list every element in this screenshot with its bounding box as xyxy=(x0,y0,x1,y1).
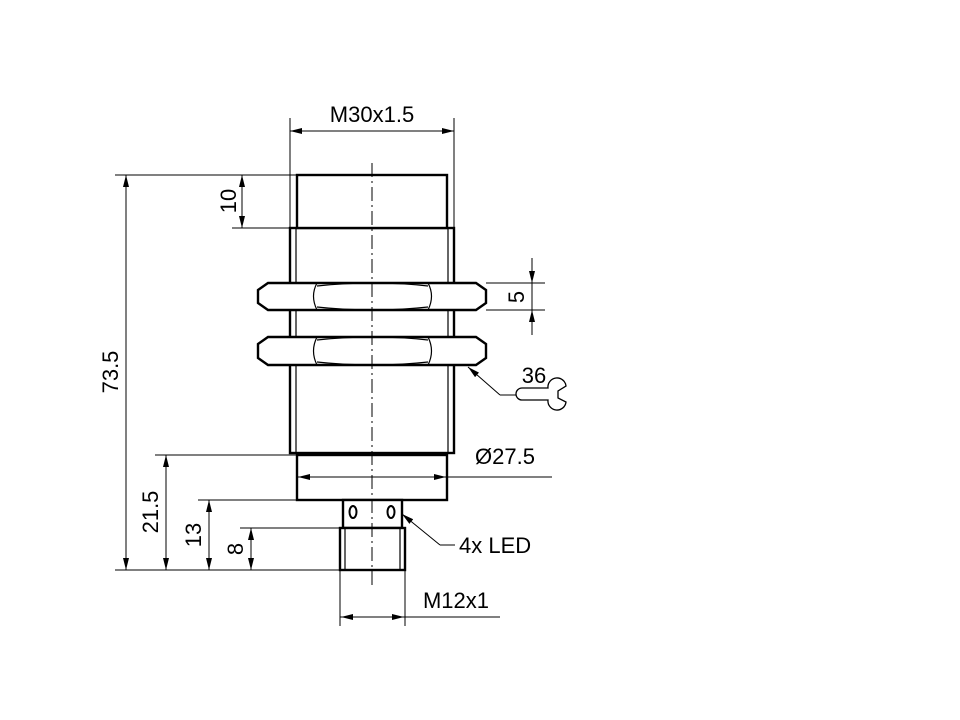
dim-face-length: 10 xyxy=(216,175,290,229)
dim-total-length: 73.5 xyxy=(98,174,340,571)
dim-wrench-size: 36 xyxy=(467,363,567,411)
dim-connector-length: 8 xyxy=(223,527,340,570)
led-window xyxy=(348,505,358,519)
dim-rear-length: 21.5 xyxy=(138,454,297,570)
dim-connector-thread: M12x1 xyxy=(339,570,500,626)
svg-text:M12x1: M12x1 xyxy=(423,588,489,613)
led-window xyxy=(386,505,396,519)
svg-text:10: 10 xyxy=(216,189,241,213)
dim-thread-main: M30x1.5 xyxy=(289,102,455,228)
dim-led-section: 13 xyxy=(181,499,343,570)
svg-text:21.5: 21.5 xyxy=(138,491,163,534)
wrench-icon xyxy=(515,377,567,411)
dim-label: M30x1.5 xyxy=(330,102,414,127)
svg-text:36: 36 xyxy=(522,363,546,388)
svg-text:8: 8 xyxy=(223,543,248,555)
svg-text:13: 13 xyxy=(181,523,206,547)
svg-text:5: 5 xyxy=(504,291,529,303)
svg-text:Ø27.5: Ø27.5 xyxy=(475,444,535,469)
svg-text:73.5: 73.5 xyxy=(98,351,123,394)
dim-collar-diameter: Ø27.5 xyxy=(297,444,552,480)
dim-nut-height: 5 xyxy=(486,258,545,335)
svg-text:4x LED: 4x LED xyxy=(459,533,531,558)
led-callout: 4x LED xyxy=(401,513,531,558)
